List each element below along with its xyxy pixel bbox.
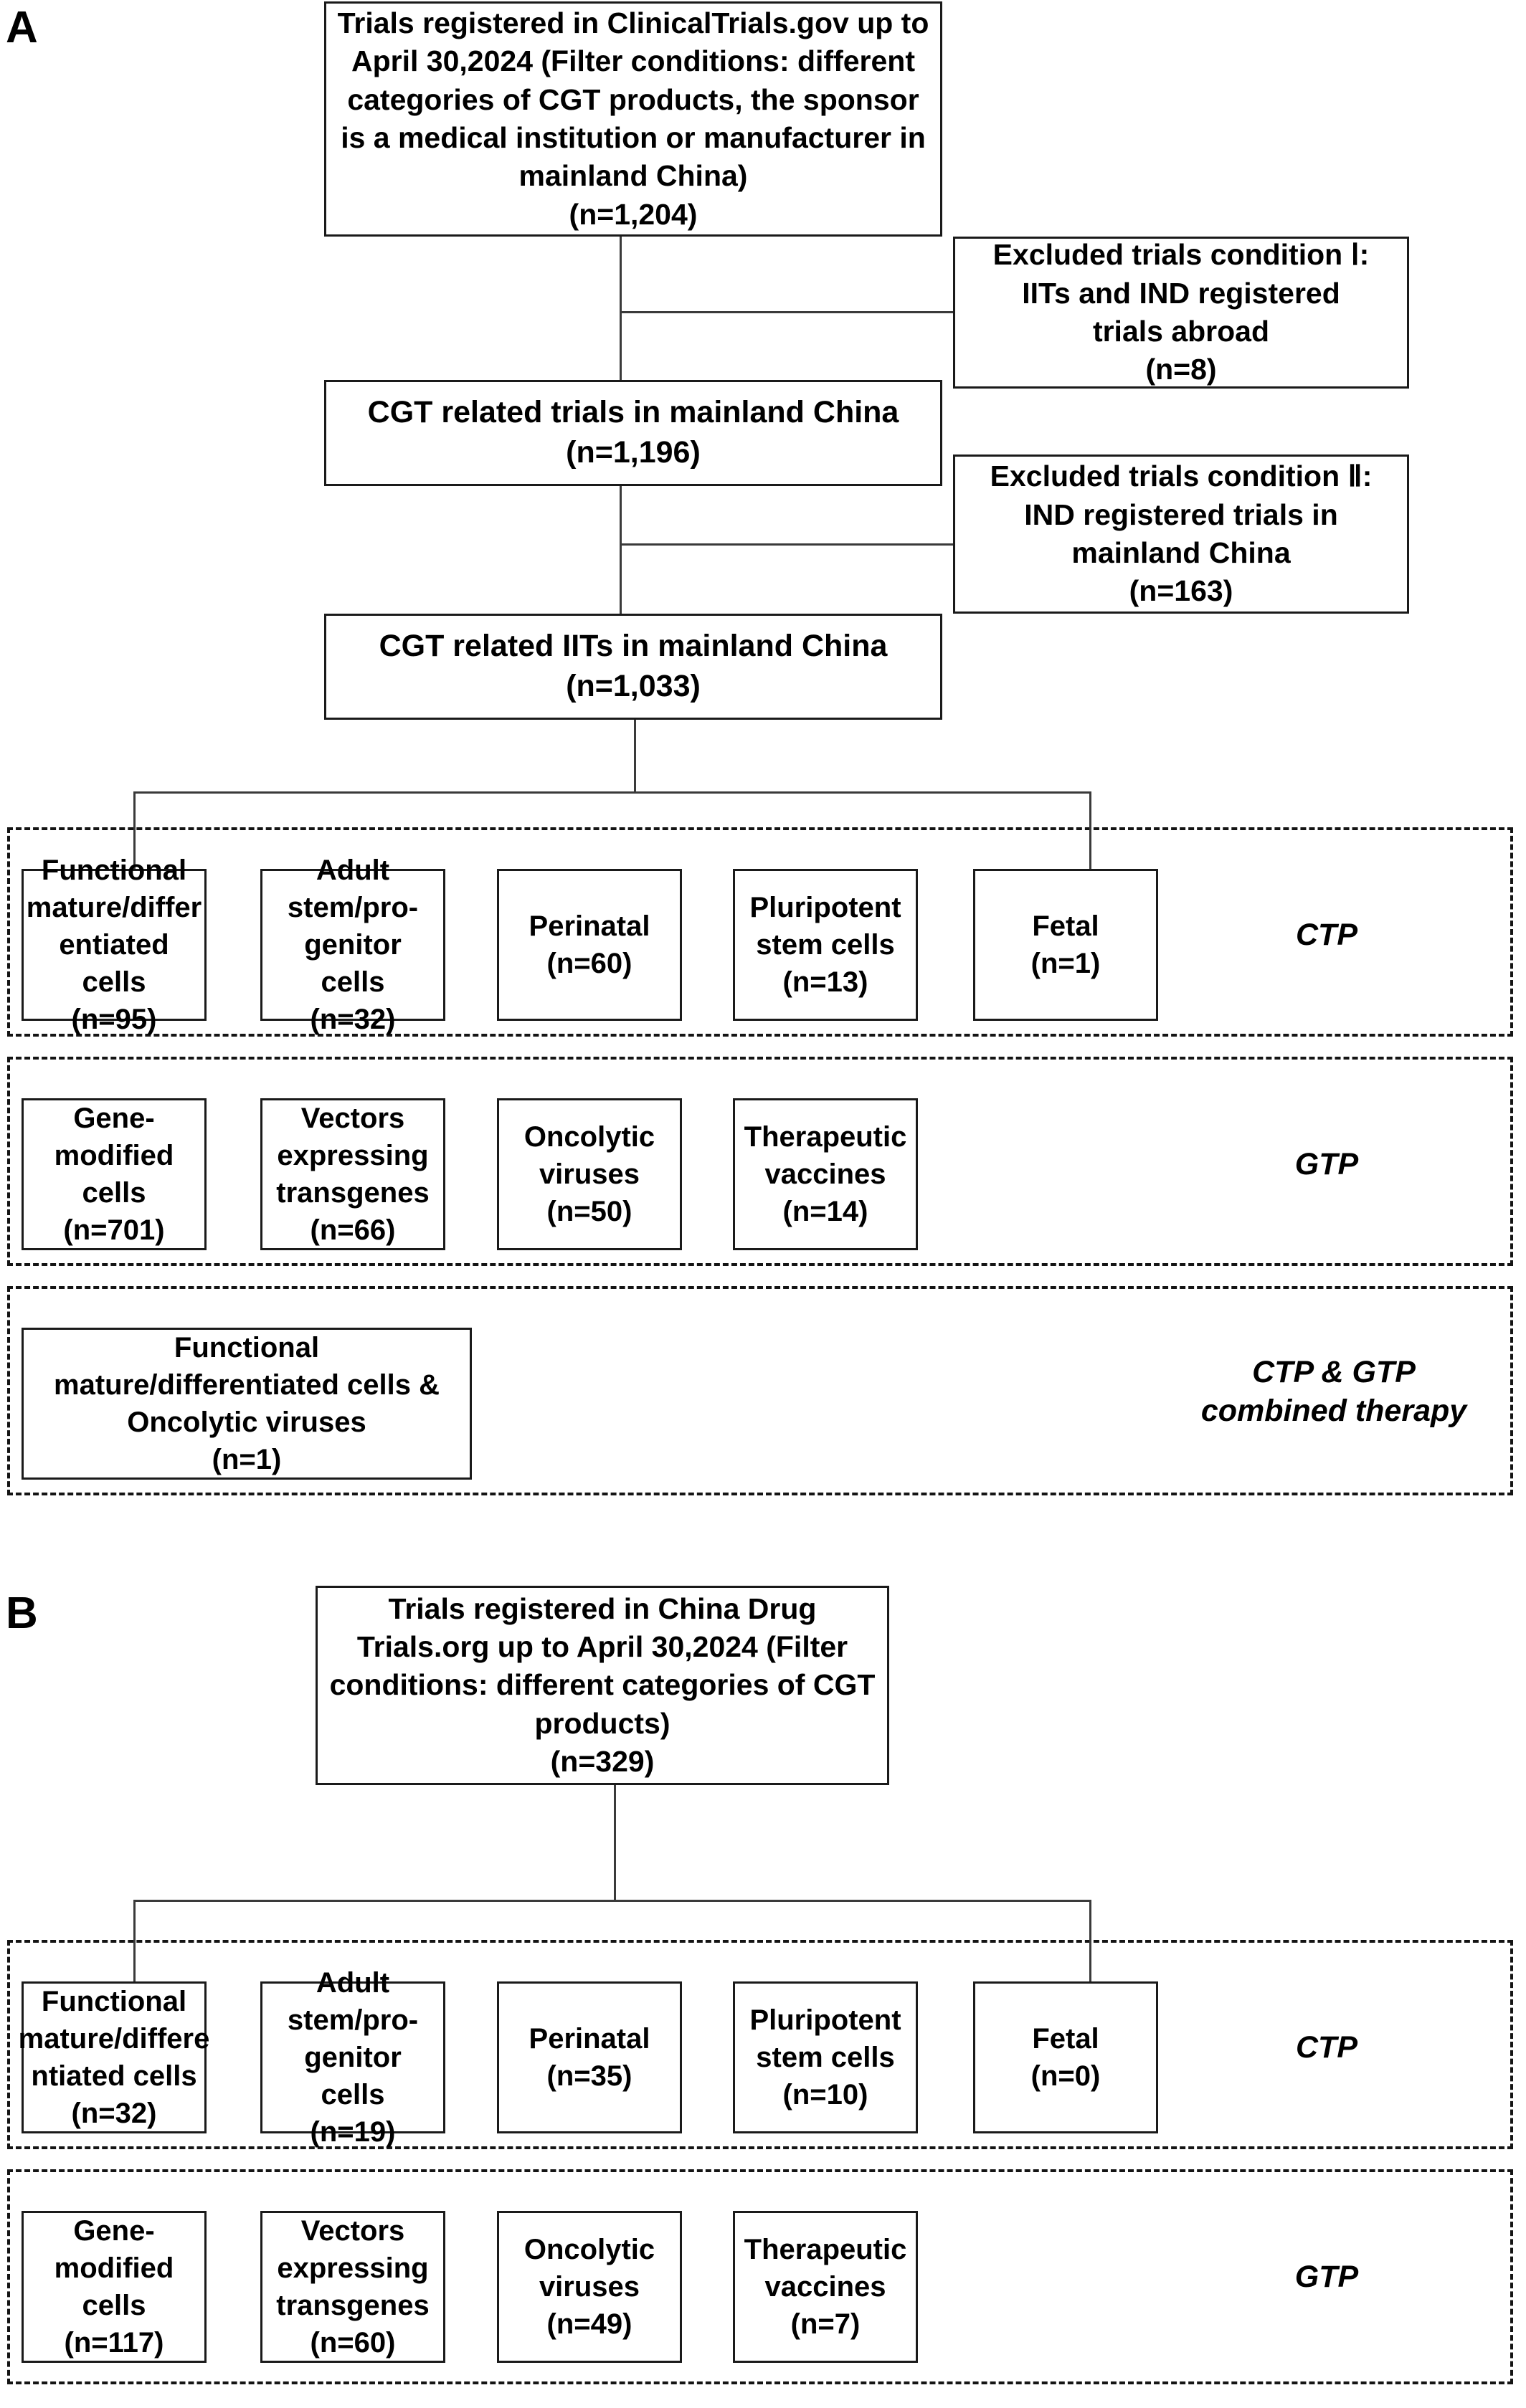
panel-a-group-combined-container xyxy=(7,1286,1513,1495)
panel-a-source-box: Trials registered in ClinicalTrials.gov … xyxy=(324,1,942,237)
panel-a-gtp-item-3: Therapeutic vaccines (n=14) xyxy=(733,1098,918,1250)
panel-b-gtp-item-0: Gene- modified cells (n=117) xyxy=(22,2211,207,2363)
connector-b-fan-right-drop xyxy=(1089,1900,1091,1981)
panel-b-group-ctp-label: CTP xyxy=(1296,2030,1357,2065)
panel-a-excluded-box-1: Excluded trials condition Ⅰ: IITs and IN… xyxy=(953,237,1409,389)
panel-b-gtp-item-1: Vectors expressing transgenes (n=60) xyxy=(260,2211,445,2363)
panel-a-group-combined-label: CTP & GTP combined therapy xyxy=(1200,1355,1467,1428)
panel-a-ctp-item-3: Pluripotent stem cells (n=13) xyxy=(733,869,918,1021)
panel-a-combined-item-0: Functional mature/differentiated cells &… xyxy=(22,1328,472,1480)
panel-a-ctp-item-0: Functional mature/differ entiated cells … xyxy=(22,855,207,1035)
panel-a-excluded-box-2: Excluded trials condition Ⅱ: IND registe… xyxy=(953,455,1409,614)
panel-b-group-gtp-container xyxy=(7,2169,1513,2384)
panel-b-ctp-item-1: Adult stem/pro- genitor cells (n=19) xyxy=(260,1967,445,2148)
panel-b-ctp-item-4: Fetal (n=0) xyxy=(973,1981,1158,2133)
panel-a-gtp-item-0: Gene- modified cells (n=701) xyxy=(22,1098,207,1250)
connector-b-fan-stem xyxy=(614,1785,616,1900)
panel-a-intermediate-box-2: CGT related IITs in mainland China (n=1,… xyxy=(324,614,942,720)
panel-b-gtp-item-3: Therapeutic vaccines (n=7) xyxy=(733,2211,918,2363)
connector-b-fan-left-drop xyxy=(133,1900,136,1981)
panel-b-ctp-item-3: Pluripotent stem cells (n=10) xyxy=(733,1981,918,2133)
connector-a-fan-left-drop xyxy=(133,791,136,870)
panel-b-gtp-item-2: Oncolytic viruses (n=49) xyxy=(497,2211,682,2363)
panel-a-group-gtp-container xyxy=(7,1057,1513,1266)
panel-a-ctp-item-4: Fetal (n=1) xyxy=(973,869,1158,1021)
connector-b-fan-bus xyxy=(133,1900,1091,1902)
panel-a-intermediate-box-1: CGT related trials in mainland China (n=… xyxy=(324,380,942,486)
panel-b-ctp-item-0: Functional mature/differe ntiated cells … xyxy=(19,1981,209,2133)
panel-b-ctp-item-2: Perinatal (n=35) xyxy=(497,1981,682,2133)
panel-a-gtp-item-1: Vectors expressing transgenes (n=66) xyxy=(260,1098,445,1250)
panel-b-source-box: Trials registered in China Drug Trials.o… xyxy=(316,1586,889,1785)
panel-b-group-ctp-container xyxy=(7,1940,1513,2149)
panel-a-group-gtp-label: GTP xyxy=(1294,1147,1359,1181)
connector-a-fan-bus xyxy=(133,791,1091,794)
panel-a-gtp-item-2: Oncolytic viruses (n=50) xyxy=(497,1098,682,1250)
connector-a-source-down xyxy=(620,237,622,380)
connector-a-exclude-2 xyxy=(620,543,953,546)
panel-label-a: A xyxy=(6,3,38,52)
panel-a-ctp-item-1: Adult stem/pro- genitor cells (n=32) xyxy=(260,855,445,1035)
panel-a-group-ctp-container xyxy=(7,827,1513,1037)
panel-a-ctp-item-2: Perinatal (n=60) xyxy=(497,869,682,1021)
panel-label-b: B xyxy=(6,1589,38,1638)
connector-a-mid-down xyxy=(620,486,622,638)
connector-a-fan-stem xyxy=(634,720,636,791)
connector-a-exclude-1 xyxy=(620,311,953,313)
panel-a-group-ctp-label: CTP xyxy=(1296,918,1357,952)
panel-b-group-gtp-label: GTP xyxy=(1294,2260,1359,2294)
connector-a-fan-right-drop xyxy=(1089,791,1091,870)
